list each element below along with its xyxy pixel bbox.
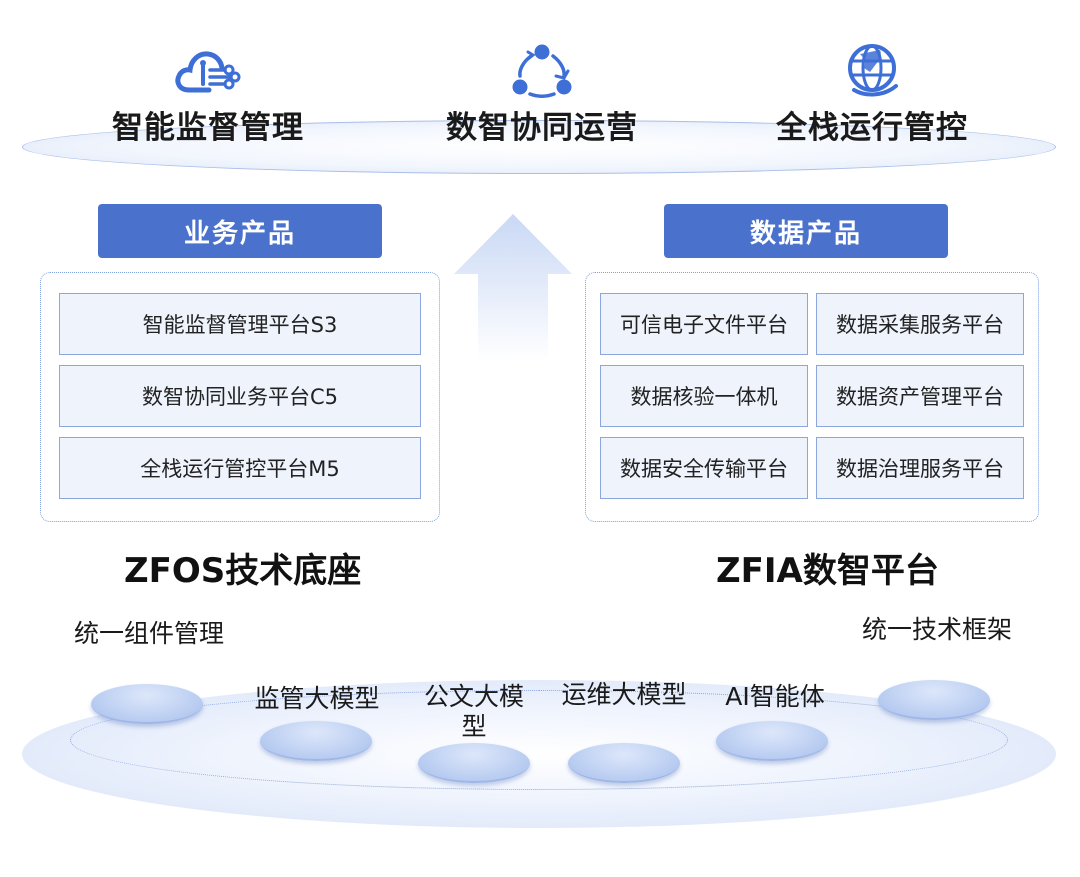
zfia-platform-title: ZFIA数智平台 xyxy=(716,551,939,591)
business-product-item: 全栈运行管控平台M5 xyxy=(59,437,421,499)
base-disc xyxy=(568,743,680,783)
top-platform-ellipse xyxy=(22,120,1056,174)
base-item-label: 统一组件管理 xyxy=(74,619,225,648)
top-item-fullstack-control: 全栈运行管控 xyxy=(742,40,1002,147)
base-item-label: AI智能体 xyxy=(725,682,825,711)
base-disc xyxy=(418,743,530,783)
top-item-label: 全栈运行管控 xyxy=(776,110,968,146)
data-product-item: 数据核验一体机 xyxy=(600,365,808,427)
base-disc xyxy=(260,721,372,761)
base-item-label: 监管大模型 xyxy=(254,684,380,713)
top-item-label: 智能监督管理 xyxy=(112,110,304,146)
bottom-base-inner-ring xyxy=(70,690,1008,790)
base-item-label: 统一技术框架 xyxy=(862,615,1013,644)
globe-icon xyxy=(742,40,1002,98)
business-products-panel: 智能监督管理平台S3 数智协同业务平台C5 全栈运行管控平台M5 xyxy=(40,272,440,522)
business-product-item: 数智协同业务平台C5 xyxy=(59,365,421,427)
zfos-foundation-title: ZFOS技术底座 xyxy=(124,551,362,591)
data-product-item: 可信电子文件平台 xyxy=(600,293,808,355)
top-item-collaborative-ops: 数智协同运营 xyxy=(412,40,672,147)
top-item-label: 数智协同运营 xyxy=(446,110,638,146)
data-products-header: 数据产品 xyxy=(664,204,948,258)
upward-arrow-icon xyxy=(454,214,572,362)
base-item-label: 公文大模型 xyxy=(423,682,524,741)
data-product-item: 数据安全传输平台 xyxy=(600,437,808,499)
data-product-item: 数据资产管理平台 xyxy=(816,365,1024,427)
base-disc xyxy=(878,680,990,720)
top-item-smart-supervision: 智能监督管理 xyxy=(78,40,338,147)
cycle-nodes-icon xyxy=(412,40,672,98)
base-item-label: 运维大模型 xyxy=(561,680,687,709)
cloud-network-icon xyxy=(78,40,338,98)
data-products-panel: 可信电子文件平台 数据采集服务平台 数据核验一体机 数据资产管理平台 数据安全传… xyxy=(585,272,1039,522)
base-disc xyxy=(716,721,828,761)
business-product-item: 智能监督管理平台S3 xyxy=(59,293,421,355)
data-product-item: 数据治理服务平台 xyxy=(816,437,1024,499)
business-products-header: 业务产品 xyxy=(98,204,382,258)
data-product-item: 数据采集服务平台 xyxy=(816,293,1024,355)
base-disc xyxy=(91,684,203,724)
